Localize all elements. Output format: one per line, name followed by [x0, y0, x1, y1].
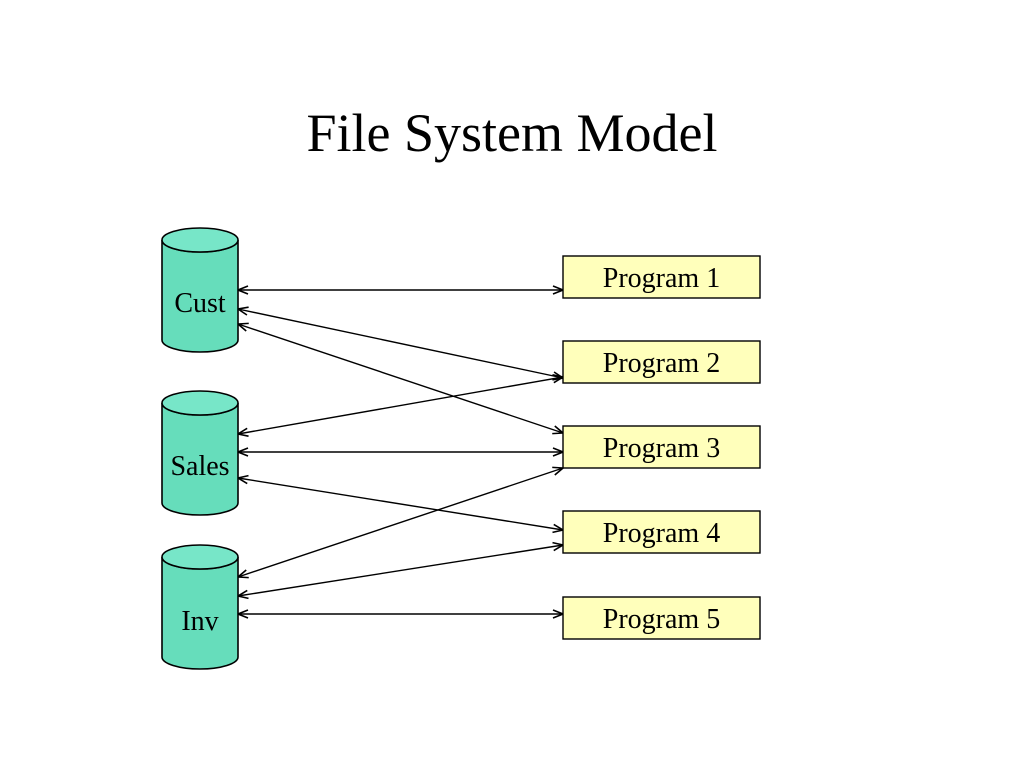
page-title: File System Model — [306, 103, 718, 163]
connections-layer — [238, 290, 563, 614]
database-label: Cust — [174, 288, 226, 319]
program-box-p3: Program 3 — [562, 425, 761, 469]
program-box-p1: Program 1 — [562, 255, 761, 299]
program-box-rect — [562, 510, 761, 554]
connection-arrow-cust-p3 — [238, 324, 563, 433]
program-label: Program 1 — [603, 263, 720, 294]
program-box-p2: Program 2 — [562, 340, 761, 384]
program-label: Program 5 — [603, 604, 720, 635]
programs-layer: Program 1 Program 2 Program 3 Program 4 Prog… — [562, 255, 761, 640]
connection-arrow-inv-p4 — [238, 545, 563, 596]
program-box-rect — [562, 255, 761, 299]
connection-arrow-sales-p2 — [238, 377, 563, 434]
program-box-rect — [562, 340, 761, 384]
program-box-p4: Program 4 — [562, 510, 761, 554]
database-sales: Sales — [161, 390, 239, 516]
database-cust: Cust — [161, 227, 239, 353]
database-label: Sales — [170, 451, 229, 482]
program-label: Program 4 — [603, 518, 720, 549]
database-label: Inv — [181, 606, 218, 637]
program-label: Program 2 — [603, 348, 720, 379]
database-inv: Inv — [161, 544, 239, 670]
database-cylinder-top — [161, 227, 239, 253]
program-label: Program 3 — [603, 433, 720, 464]
program-box-rect — [562, 425, 761, 469]
program-box-rect — [562, 596, 761, 640]
database-cylinder-top — [161, 544, 239, 570]
database-cylinder-top — [161, 390, 239, 416]
connection-arrow-cust-p2 — [238, 309, 563, 378]
program-box-p5: Program 5 — [562, 596, 761, 640]
